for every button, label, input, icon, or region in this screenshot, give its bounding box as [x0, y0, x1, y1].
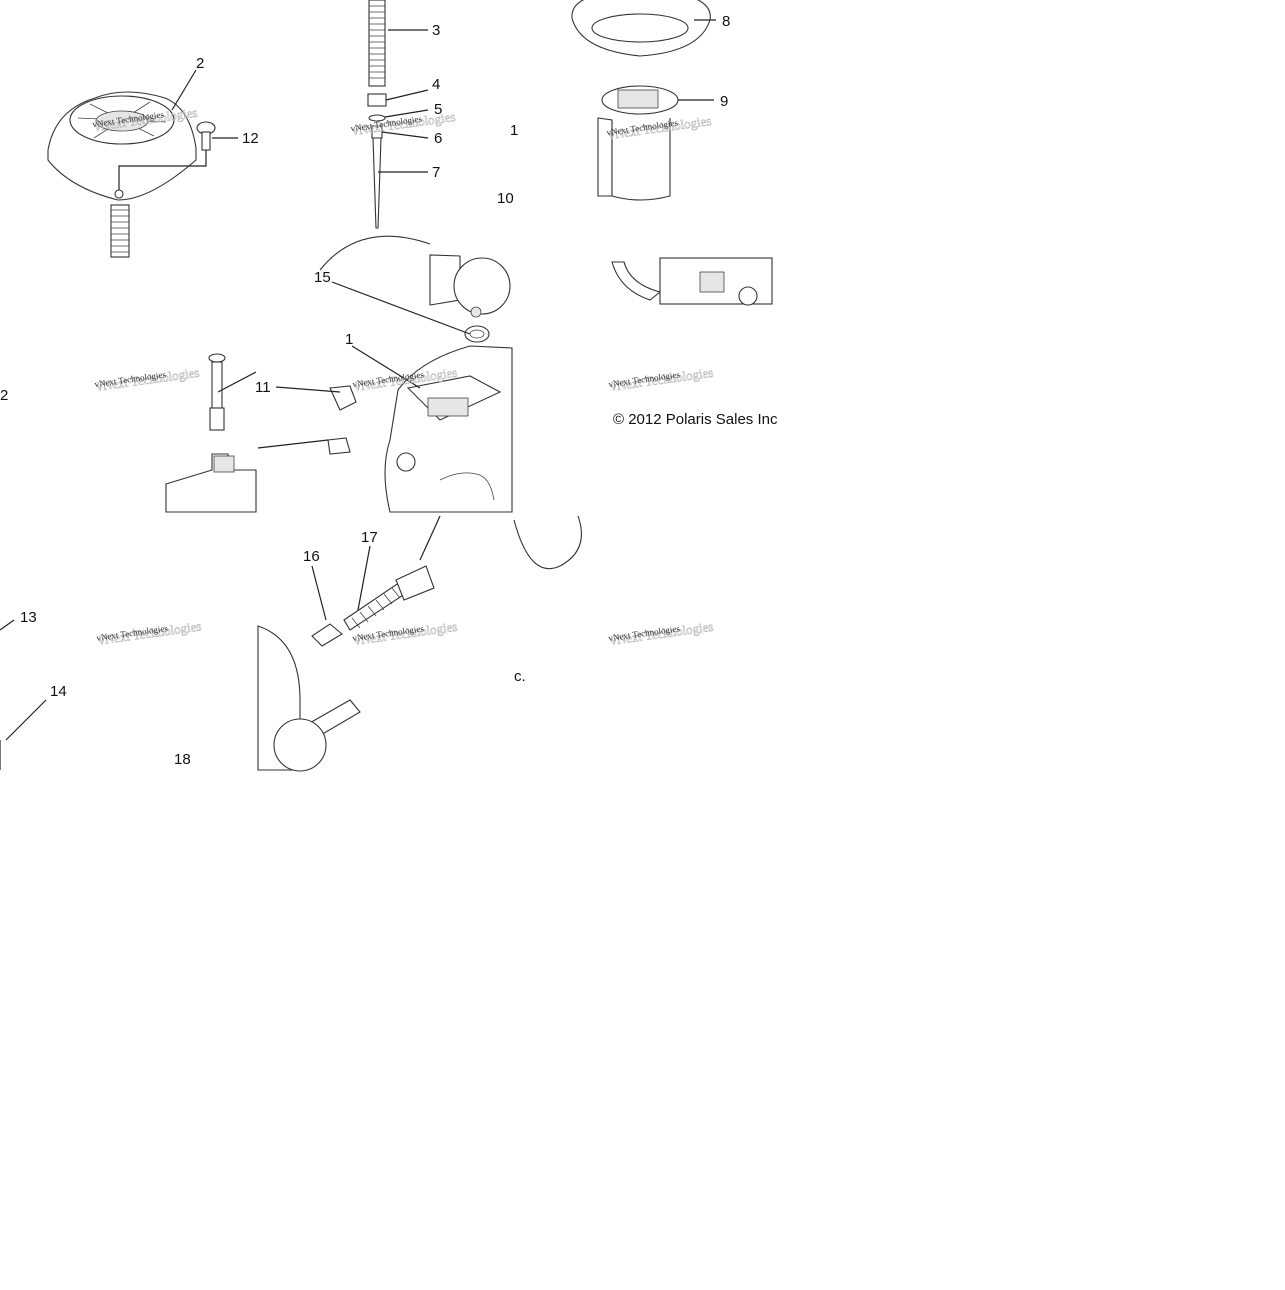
needle-assembly — [367, 0, 387, 229]
lower-fragment — [257, 515, 582, 772]
right-fragment — [611, 257, 773, 306]
callout-c: c. — [514, 668, 526, 685]
callout-1: 1 — [345, 331, 353, 348]
callout-15: 15 — [314, 269, 331, 286]
cap-slide-assembly — [571, 0, 711, 201]
callout-16: 16 — [303, 548, 320, 565]
callout-2-edge: 2 — [0, 387, 8, 404]
callout-labels: 2 2 3 4 5 6 7 8 9 1 10 12 15 1 11 16 17 … — [0, 13, 778, 768]
bowl-section — [319, 235, 511, 343]
callout-8: 8 — [722, 13, 730, 30]
callout-4: 4 — [432, 76, 440, 93]
callout-7: 7 — [432, 164, 440, 181]
leader-lines — [0, 19, 716, 770]
callout-14: 14 — [50, 683, 67, 700]
throttle-bracket — [165, 353, 257, 513]
callout-18: 18 — [174, 751, 191, 768]
callout-6: 6 — [434, 130, 442, 147]
callout-1-top: 1 — [510, 122, 518, 139]
callout-5: 5 — [434, 101, 442, 118]
callout-9: 9 — [720, 93, 728, 110]
callout-3: 3 — [432, 22, 440, 39]
callout-13: 13 — [20, 609, 37, 626]
callout-12: 12 — [242, 130, 259, 147]
jet-assembly — [311, 515, 441, 647]
copyright-text: © 2012 Polaris Sales Inc — [613, 411, 778, 428]
callout-2: 2 — [196, 55, 204, 72]
cover-assembly — [47, 91, 216, 258]
callout-11: 11 — [255, 379, 271, 396]
carburetor-body — [327, 345, 513, 513]
callout-17: 17 — [361, 529, 378, 546]
callout-10: 10 — [497, 190, 514, 207]
